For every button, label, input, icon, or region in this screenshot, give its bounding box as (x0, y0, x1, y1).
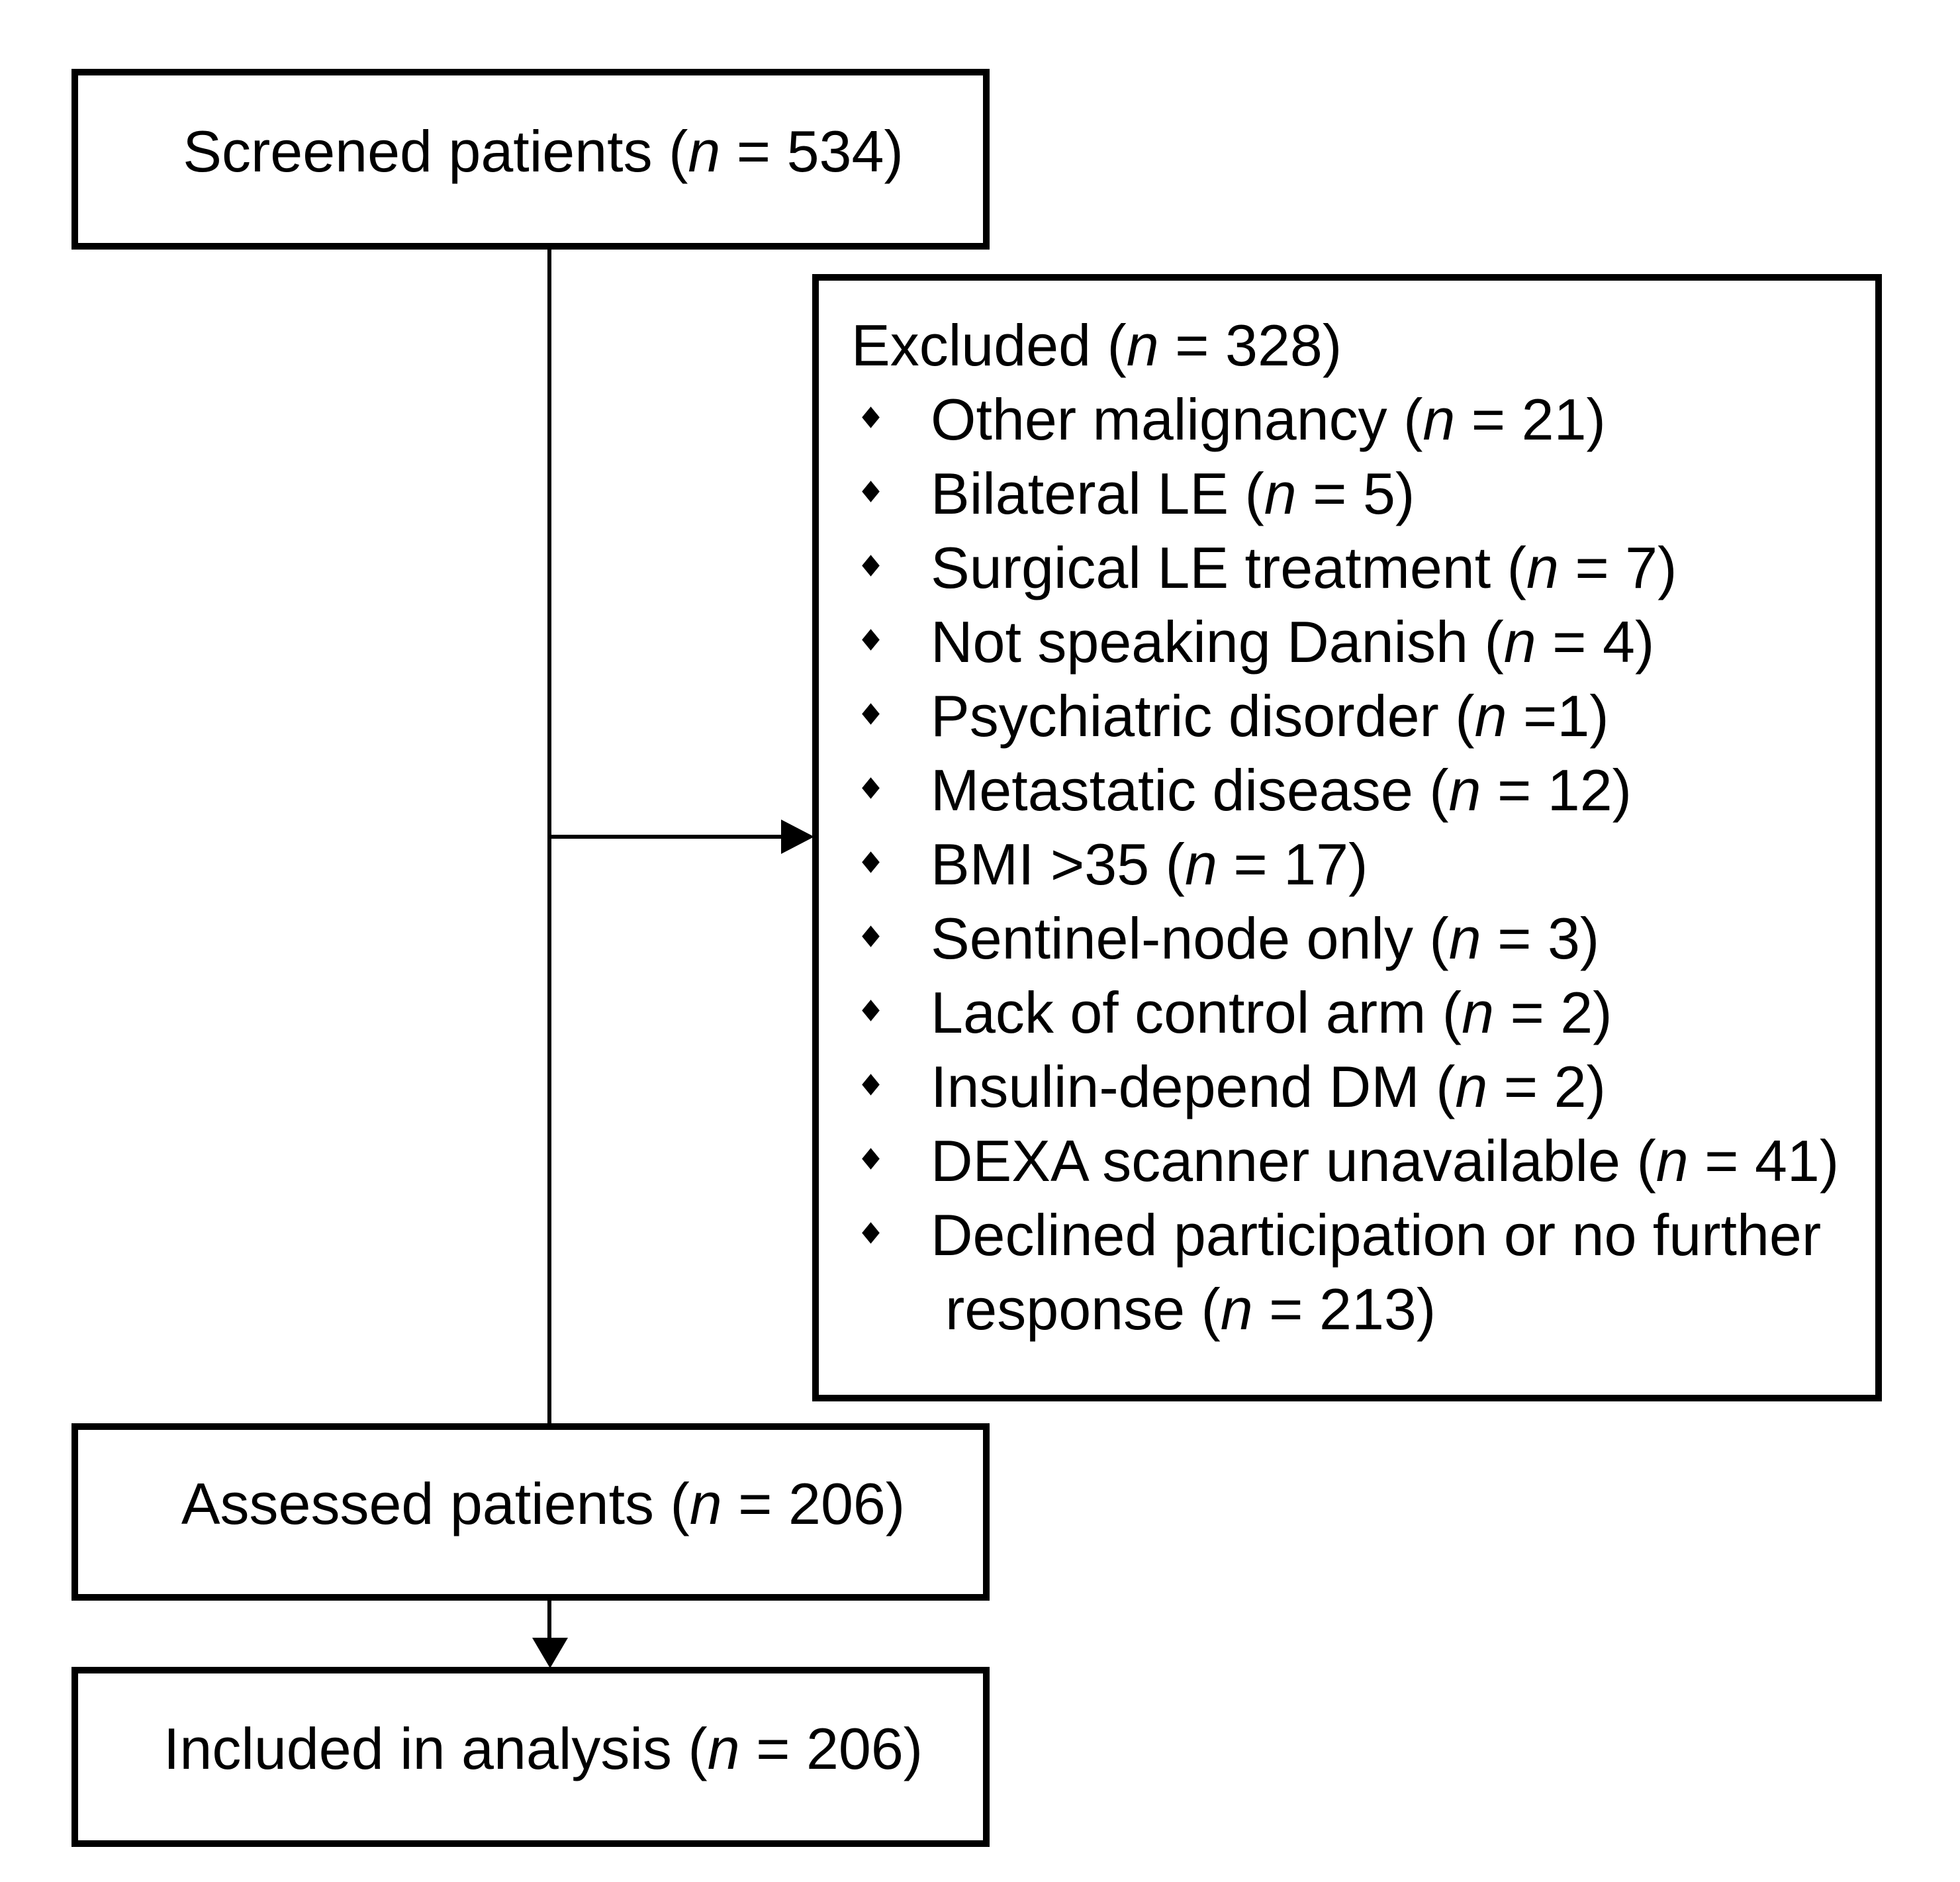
excluded-item-label: BMI >35 (n = 17) (931, 831, 1368, 897)
diamond-bullet-icon (862, 1074, 880, 1096)
diamond-bullet-icon (862, 406, 880, 428)
excluded-item-label: Bilateral LE (n = 5) (931, 461, 1415, 526)
diamond-bullet-icon (862, 925, 880, 947)
excluded-item-row: BMI >35 (n = 17) (819, 827, 1862, 902)
excluded-item-label: Surgical LE treatment (n = 7) (931, 535, 1677, 600)
excluded-item-label: Other malignancy (n = 21) (931, 387, 1606, 452)
excluded-box: Excluded (n = 328) Other malignancy (n =… (812, 274, 1882, 1401)
excluded-item-label: DEXA scanner unavailable (n = 41) (931, 1128, 1840, 1194)
excluded-item-label: Declined participation or no further res… (931, 1198, 1821, 1346)
included-analysis-label: Included in analysis (n = 206) (163, 1716, 923, 1781)
screened-patients-box: Screened patients (n = 534) (71, 69, 990, 250)
diamond-bullet-icon (862, 1222, 880, 1244)
diamond-bullet-icon (862, 851, 880, 873)
excluded-item-label: Insulin-depend DM (n = 2) (931, 1054, 1606, 1119)
diamond-bullet-icon (862, 1000, 880, 1021)
diamond-bullet-icon (862, 777, 880, 799)
excluded-item-row: Lack of control arm (n = 2) (819, 976, 1862, 1050)
excluded-item-row: Not speaking Danish (n = 4) (819, 605, 1862, 679)
excluded-item-label: Sentinel-node only (n = 3) (931, 906, 1600, 971)
arrowhead-right-icon (781, 820, 814, 854)
included-analysis-box: Included in analysis (n = 206) (71, 1667, 990, 1847)
excluded-item-line2: response (n = 213) (945, 1276, 1436, 1342)
excluded-item-row: Bilateral LE (n = 5) (819, 457, 1862, 531)
excluded-item-label: Lack of control arm (n = 2) (931, 980, 1612, 1045)
arrowhead-down-icon (532, 1638, 568, 1668)
excluded-item-row: Insulin-depend DM (n = 2) (819, 1050, 1862, 1124)
diamond-bullet-icon (862, 481, 880, 502)
excluded-item-line1: Declined participation or no further (931, 1202, 1822, 1268)
excluded-item-row: Psychiatric disorder (n =1) (819, 679, 1862, 753)
excluded-item-row: DEXA scanner unavailable (n = 41) (819, 1124, 1862, 1198)
assessed-patients-box: Assessed patients (n = 206) (71, 1423, 990, 1601)
excluded-item-row: Metastatic disease (n = 12) (819, 753, 1862, 827)
excluded-item-row: Surgical LE treatment (n = 7) (819, 531, 1862, 605)
connector-assessed-to-included (547, 1601, 551, 1642)
diamond-bullet-icon (862, 703, 880, 725)
diamond-bullet-icon (862, 555, 880, 577)
excluded-header: Excluded (n = 328) (851, 312, 1342, 378)
excluded-item-label: Not speaking Danish (n = 4) (931, 609, 1655, 675)
excluded-item-row: Sentinel-node only (n = 3) (819, 902, 1862, 976)
diamond-bullet-icon (862, 629, 880, 651)
connector-branch-to-excluded (549, 835, 782, 839)
diamond-bullet-icon (862, 1148, 880, 1170)
excluded-item-label: Metastatic disease (n = 12) (931, 757, 1632, 823)
excluded-list: Excluded (n = 328) Other malignancy (n =… (819, 281, 1875, 1346)
excluded-item-label: Psychiatric disorder (n =1) (931, 683, 1609, 749)
assessed-patients-label: Assessed patients (n = 206) (181, 1471, 906, 1536)
excluded-item-row: Other malignancy (n = 21) (819, 383, 1862, 457)
screened-patients-label: Screened patients (n = 534) (183, 118, 904, 184)
excluded-item-row: Declined participation or no further res… (819, 1198, 1862, 1346)
